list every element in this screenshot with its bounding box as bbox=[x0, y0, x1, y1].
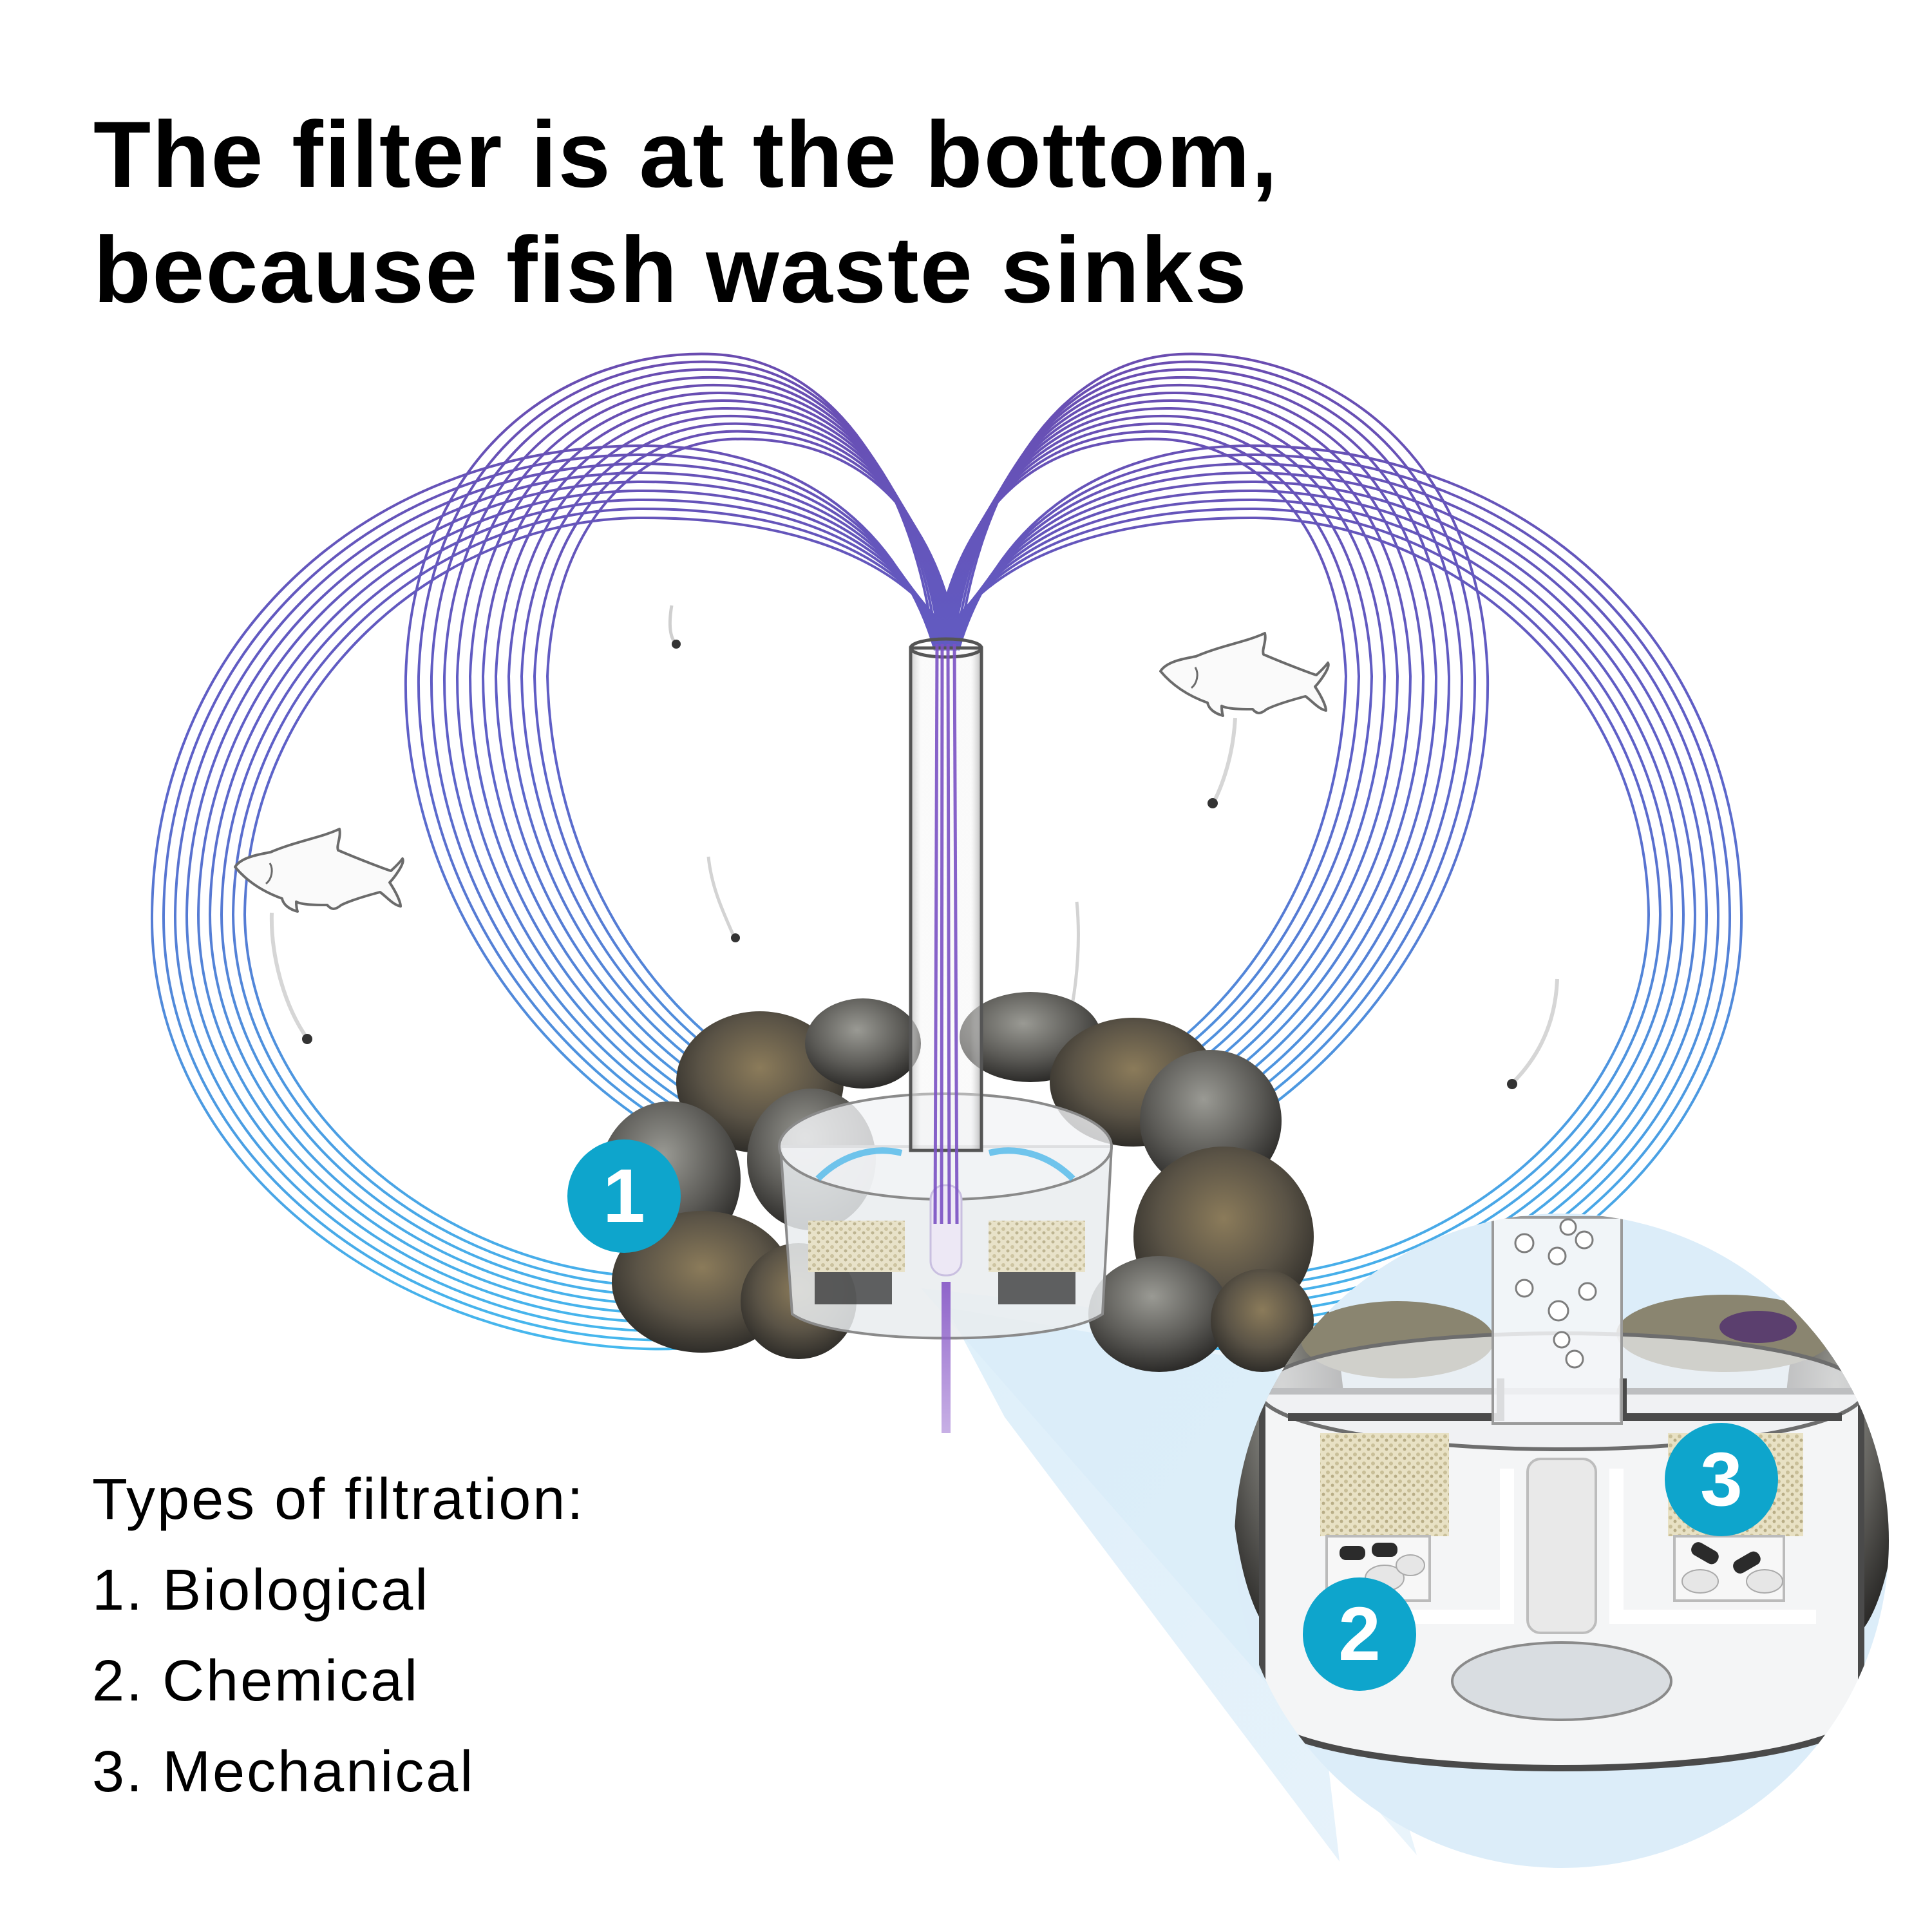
badge-3-mechanical: 3 bbox=[1665, 1423, 1778, 1536]
legend-item-chemical: 2. Chemical bbox=[92, 1649, 420, 1713]
waste-particle-icon bbox=[1208, 718, 1237, 808]
badge-number: 2 bbox=[1338, 1592, 1381, 1677]
water-flow-lines-left-outer bbox=[150, 444, 957, 1351]
water-flow-lines-left bbox=[404, 352, 959, 1135]
waste-particle-icon bbox=[1507, 978, 1559, 1089]
waste-particle-icon bbox=[668, 605, 681, 649]
badge-2-chemical: 2 bbox=[1303, 1577, 1416, 1691]
fish-icon bbox=[1159, 632, 1330, 717]
waste-particle-icon bbox=[1068, 901, 1080, 1011]
badge-1-biological: 1 bbox=[567, 1139, 681, 1253]
legend-item-biological: 1. Biological bbox=[92, 1558, 430, 1623]
legend-item-mechanical: 3. Mechanical bbox=[92, 1740, 475, 1804]
purple-jet bbox=[933, 643, 959, 1224]
purple-jet-lower bbox=[942, 1282, 951, 1433]
porous-rocks bbox=[599, 992, 1314, 1372]
page-title: The filter is at the bottom, because fis… bbox=[93, 97, 1279, 327]
magnified-filter-cutaway bbox=[1235, 1214, 1889, 1868]
filtration-types-legend: Types of filtration: 1. Biological 2. Ch… bbox=[92, 1454, 585, 1818]
badge-number: 1 bbox=[603, 1154, 645, 1239]
title-line-1: The filter is at the bottom, bbox=[93, 102, 1279, 207]
fish-icon bbox=[234, 828, 404, 913]
waste-particle-icon bbox=[706, 856, 740, 942]
title-line-2: because fish waste sinks bbox=[93, 217, 1248, 322]
badge-number: 3 bbox=[1700, 1437, 1743, 1522]
waste-particle-icon bbox=[269, 912, 312, 1044]
legend-heading: Types of filtration: bbox=[92, 1467, 585, 1532]
uplift-tube bbox=[909, 637, 983, 1152]
